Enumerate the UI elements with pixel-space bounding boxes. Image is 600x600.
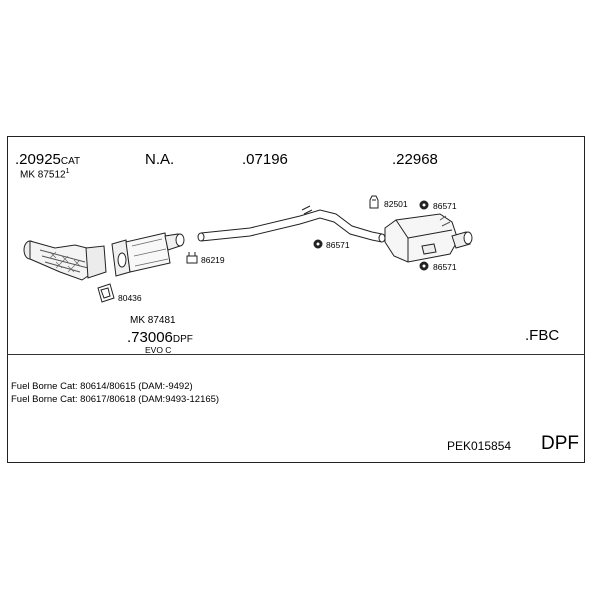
fuel-borne-cat-note-1: Fuel Borne Cat: 80614/80615 (DAM:-9492) (11, 381, 193, 392)
bracket-label: 82501 (384, 199, 408, 209)
gasket-drawing (97, 283, 115, 303)
kit-type: DPF (541, 433, 579, 454)
diagram-frame (7, 136, 585, 463)
hanger-bottom-drawing (419, 261, 429, 271)
cat-mk-label: MK 875121 (20, 168, 70, 181)
dpf-drawing (111, 232, 185, 277)
hanger-top-label: 86571 (433, 201, 457, 211)
hanger-mid-drawing (313, 239, 323, 249)
hanger-top-drawing (419, 200, 429, 210)
catalyst-drawing (23, 240, 107, 281)
middle-pipe-drawing (197, 205, 386, 243)
bracket-drawing (369, 195, 379, 209)
mid-pipe-part-number: 07196 (242, 152, 288, 167)
section-divider (7, 354, 585, 355)
fbc-label: FBC (525, 328, 559, 343)
na-label: N.A. (145, 151, 175, 168)
hanger-bottom-label: 86571 (433, 262, 457, 272)
clamp-drawing (186, 252, 198, 264)
dpf-sub-label: EVO C (145, 345, 172, 355)
clamp-label: 86219 (201, 255, 225, 265)
hanger-mid-label: 86571 (326, 240, 350, 250)
cat-part-number: 20925CAT (15, 152, 80, 167)
gasket-label: 80436 (118, 293, 142, 303)
dpf-mk-label: MK 87481 (130, 315, 176, 326)
dpf-part-number: 73006DPF (127, 330, 193, 345)
kit-code: PEK015854 (447, 439, 512, 453)
fuel-borne-cat-note-2: Fuel Borne Cat: 80617/80618 (DAM:9493-12… (11, 394, 220, 405)
rear-box-drawing (384, 213, 473, 263)
rear-box-part-number: 22968 (392, 152, 438, 167)
